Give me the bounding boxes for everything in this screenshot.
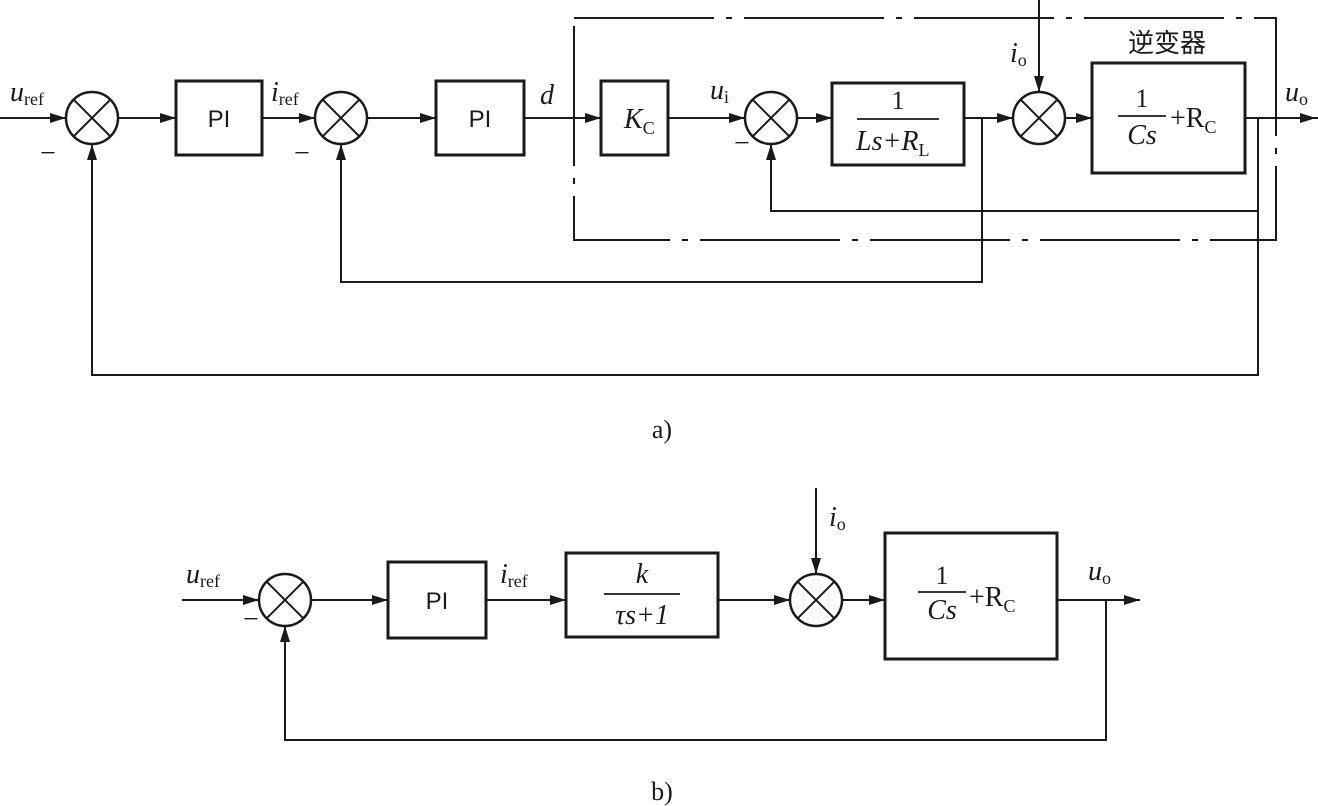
summing-junction-1 <box>64 90 120 146</box>
diagram-b: PI k τs+1 1 Cs +RC uref iref io uo <box>182 488 1140 806</box>
inverter-label: 逆变器 <box>1128 29 1206 59</box>
pi-label: PI <box>208 106 231 133</box>
pi-block-current: PI <box>434 79 526 157</box>
minus-sign: − <box>243 604 259 635</box>
arrowhead <box>816 113 832 123</box>
numerator: 1 <box>1136 84 1149 113</box>
arrowhead <box>87 144 97 160</box>
kc-gain-block: KC <box>599 79 670 157</box>
outer-voltage-feedback-wire <box>91 144 1259 376</box>
arrowhead <box>766 144 776 160</box>
arrowhead <box>1300 113 1316 123</box>
pi-block-b: PI <box>386 560 488 640</box>
inductor-plant-block: 1 Ls+RL <box>830 81 966 167</box>
label-i-o-b: io <box>829 502 846 534</box>
summing-junction-3 <box>743 90 799 146</box>
voltage-feedback-wire-b <box>284 600 1107 741</box>
inner-voltage-feedback-wire <box>770 118 1259 212</box>
caption-b: b) <box>651 777 673 806</box>
arrowhead <box>729 113 745 123</box>
label-u-ref-a: uref <box>10 77 44 109</box>
label-d: d <box>540 80 555 111</box>
arrowhead <box>997 113 1013 123</box>
arrowhead <box>372 595 388 605</box>
numerator: 1 <box>936 561 949 590</box>
arrowhead <box>869 595 885 605</box>
label-i-o-a: io <box>1010 38 1027 70</box>
minus-sign: − <box>294 138 310 169</box>
arrowhead <box>550 595 566 605</box>
label-u-o-a: uo <box>1285 77 1308 109</box>
minus-sign: − <box>40 138 56 169</box>
label-u-i: ui <box>710 75 729 107</box>
summing-junction-2 <box>313 90 369 146</box>
inverter-boundary <box>573 17 1277 241</box>
caption-a: a) <box>652 415 672 444</box>
denominator: Ls+RL <box>855 126 929 160</box>
first-order-lag-block: k τs+1 <box>564 551 720 639</box>
capacitor-plant-block-b: 1 Cs +RC <box>883 531 1059 661</box>
arrowhead <box>1124 595 1140 605</box>
capacitor-plant-block: 1 Cs +RC <box>1090 61 1247 175</box>
arrowhead <box>160 113 176 123</box>
kc-label: KC <box>623 104 655 138</box>
denominator: Cs <box>927 595 957 626</box>
pi-block-voltage: PI <box>174 79 264 157</box>
arrowhead <box>50 113 66 123</box>
arrowhead <box>420 113 436 123</box>
arrowhead <box>811 558 821 574</box>
label-i-ref-a: iref <box>271 77 299 109</box>
arrowhead <box>1076 113 1092 123</box>
arrowhead <box>774 595 790 605</box>
denominator: Cs <box>1127 120 1157 151</box>
summing-junction-b1 <box>257 572 313 628</box>
numerator: 1 <box>892 86 905 115</box>
label-u-o-b: uo <box>1088 556 1111 588</box>
summing-junction-b2 <box>788 572 844 628</box>
summing-junction-4 <box>1011 90 1067 146</box>
resistance-term: +RC <box>969 582 1015 616</box>
arrowhead <box>336 144 346 160</box>
label-u-ref-b: uref <box>186 559 220 591</box>
current-feedback-wire <box>340 118 983 283</box>
pi-label: PI <box>469 106 492 133</box>
arrowhead <box>299 113 315 123</box>
arrowhead <box>280 626 290 642</box>
minus-sign: − <box>734 128 750 159</box>
pi-label: PI <box>426 588 449 615</box>
arrowhead <box>1034 76 1044 92</box>
label-i-ref-b: iref <box>500 559 528 591</box>
numerator: k <box>636 559 649 590</box>
arrowhead <box>243 595 259 605</box>
diagram-a: 逆变器 <box>0 0 1318 444</box>
resistance-term: +RC <box>1170 103 1216 137</box>
arrowhead <box>585 113 601 123</box>
denominator: τs+1 <box>615 600 669 631</box>
